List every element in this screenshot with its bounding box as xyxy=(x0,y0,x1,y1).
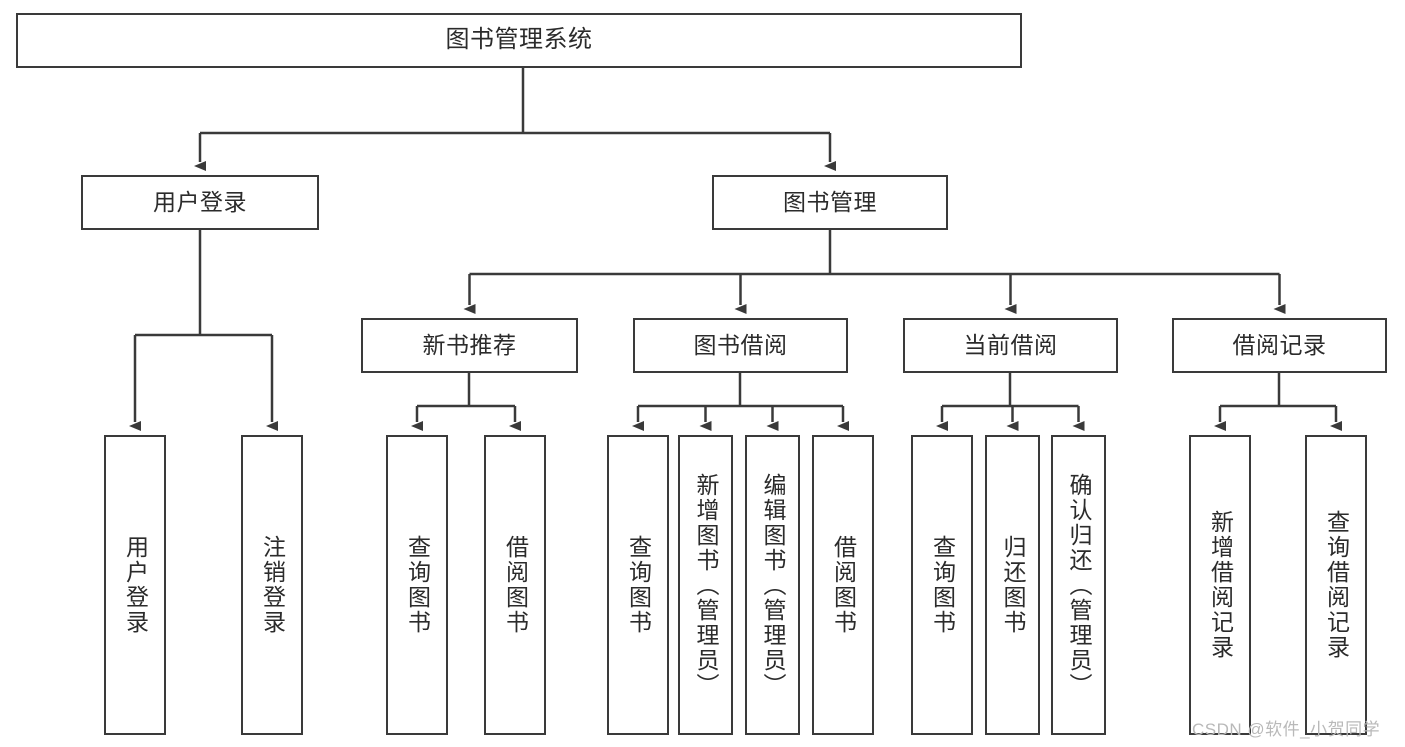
node-login[interactable]: 用户登录 xyxy=(81,175,319,230)
node-leaf-cur-confirm[interactable]: 确认归还（管理员） xyxy=(1051,435,1106,735)
node-newbook[interactable]: 新书推荐 xyxy=(361,318,578,373)
node-current[interactable]: 当前借阅 xyxy=(903,318,1118,373)
node-label: 借阅图书 xyxy=(830,535,857,635)
node-label: 新书推荐 xyxy=(422,331,517,358)
node-leaf-borrow-query[interactable]: 查询图书 xyxy=(607,435,669,735)
node-label: 确认归还（管理员） xyxy=(1066,472,1092,698)
node-bookmgmt[interactable]: 图书管理 xyxy=(712,175,948,230)
node-label: 新增图书（管理员） xyxy=(693,472,719,698)
csdn-watermark: CSDN @软件_小贺同学 xyxy=(1192,720,1381,739)
node-leaf-new-borrow[interactable]: 借阅图书 xyxy=(484,435,546,735)
node-label: 图书管理 xyxy=(783,188,877,215)
node-leaf-rec-add[interactable]: 新增借阅记录 xyxy=(1189,435,1251,735)
node-leaf-rec-query[interactable]: 查询借阅记录 xyxy=(1305,435,1367,735)
node-leaf-cur-query[interactable]: 查询图书 xyxy=(911,435,973,735)
node-leaf-user-login[interactable]: 用户登录 xyxy=(104,435,166,735)
node-label: 查询图书 xyxy=(404,535,431,635)
node-leaf-user-logout[interactable]: 注销登录 xyxy=(241,435,303,735)
node-label: 当前借阅 xyxy=(963,331,1058,358)
node-leaf-borrow-edit[interactable]: 编辑图书（管理员） xyxy=(745,435,800,735)
node-label: 用户登录 xyxy=(122,535,149,635)
node-label: 查询图书 xyxy=(929,535,956,635)
node-label: 借阅图书 xyxy=(502,535,529,635)
node-label: 用户登录 xyxy=(153,188,247,215)
node-label: 归还图书 xyxy=(1000,535,1026,635)
node-label: 注销登录 xyxy=(259,535,286,635)
node-label: 查询图书 xyxy=(625,535,652,635)
node-leaf-cur-return[interactable]: 归还图书 xyxy=(985,435,1040,735)
node-label: 借阅记录 xyxy=(1232,331,1327,358)
node-root[interactable]: 图书管理系统 xyxy=(16,13,1022,68)
node-label: 编辑图书（管理员） xyxy=(760,472,786,698)
node-borrow[interactable]: 图书借阅 xyxy=(633,318,848,373)
node-leaf-new-query[interactable]: 查询图书 xyxy=(386,435,448,735)
node-label: 图书管理系统 xyxy=(445,26,593,54)
node-label: 查询借阅记录 xyxy=(1323,510,1350,660)
node-label: 新增借阅记录 xyxy=(1207,510,1234,660)
node-leaf-borrow-lend[interactable]: 借阅图书 xyxy=(812,435,874,735)
node-label: 图书借阅 xyxy=(693,331,788,358)
node-record[interactable]: 借阅记录 xyxy=(1172,318,1387,373)
node-leaf-borrow-add[interactable]: 新增图书（管理员） xyxy=(678,435,733,735)
